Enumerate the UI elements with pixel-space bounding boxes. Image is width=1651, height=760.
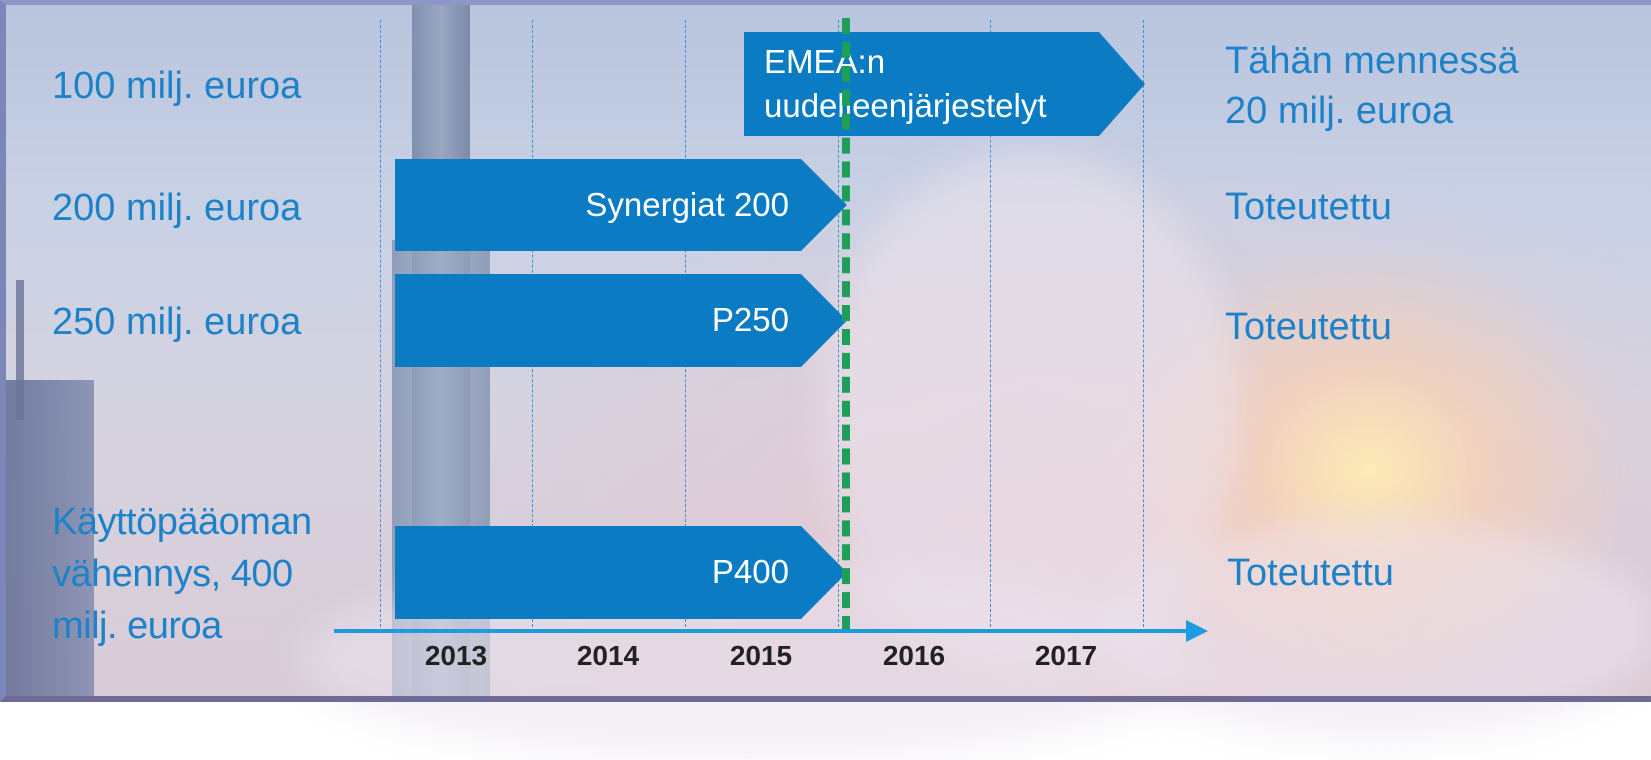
timeline-arrowhead <box>1186 620 1208 642</box>
gridline-end <box>1143 20 1144 632</box>
year-label-2013: 2013 <box>424 640 488 671</box>
gridline-2013 <box>380 20 381 632</box>
left-spire <box>16 280 24 420</box>
year-label-2015: 2015 <box>729 640 793 671</box>
slide-frame <box>0 0 1651 702</box>
bar-p250: P250 <box>395 274 847 367</box>
status-label-row2: Toteutettu <box>1225 186 1392 228</box>
bar-label-synergiat: Synergiat 200 <box>585 186 789 223</box>
bar-label-p250: P250 <box>711 301 789 338</box>
timeline-axis <box>334 629 1192 633</box>
status-label-row4: Toteutettu <box>1227 552 1394 594</box>
status-label-row3: Toteutettu <box>1225 306 1392 348</box>
bar-synergiat: Synergiat 200 <box>395 159 847 251</box>
bar-emea: EMEA:n uudelleenjärjestelyt <box>744 32 1145 136</box>
year-label-2016: 2016 <box>882 640 946 671</box>
target-label-row1: 100 milj. euroa <box>52 65 302 107</box>
gridline-2017 <box>990 20 991 632</box>
bar-label-emea: EMEA:n uudelleenjärjestelyt <box>764 43 1047 124</box>
year-label-2014: 2014 <box>576 640 640 671</box>
current-date-marker <box>842 18 850 632</box>
status-label-row1: Tähän mennessä 20 milj. euroa <box>1225 40 1519 132</box>
year-label-2017: 2017 <box>1034 640 1098 671</box>
bar-label-p400: P400 <box>711 553 789 590</box>
bar-p400: P400 <box>395 526 847 619</box>
target-label-row3: 250 milj. euroa <box>52 301 302 343</box>
target-label-row2: 200 milj. euroa <box>52 187 302 229</box>
target-label-row4: Käyttöpääoman vähennys, 400 milj. euroa <box>52 501 312 647</box>
left-building <box>6 380 94 702</box>
